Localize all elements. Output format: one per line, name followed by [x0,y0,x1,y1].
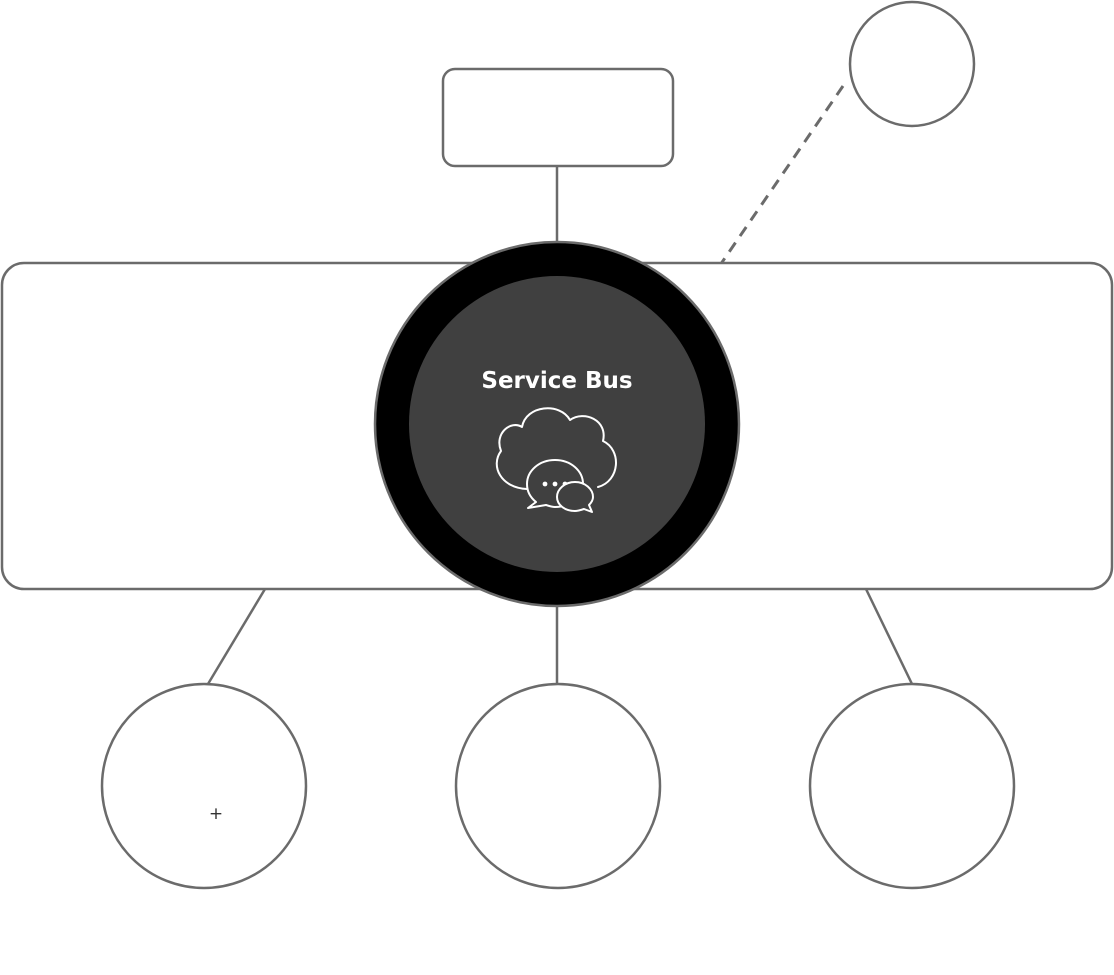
connector-bottom-left [206,588,267,685]
cloud-chat-icon [495,407,617,513]
connector-bottom-right [864,588,914,685]
top-box[interactable] [441,67,675,168]
connector-dashed-top-right [690,85,845,307]
bottom-left-circle[interactable] [100,682,308,890]
plus-marker: + [209,804,223,824]
top-right-circle[interactable] [848,0,976,128]
bottom-right-circle[interactable] [808,682,1016,890]
service-bus-hub[interactable]: Service Bus [373,240,741,608]
bottom-center-circle[interactable] [454,682,662,890]
hub-title: Service Bus [481,368,632,394]
hub-inner-disc [409,276,705,572]
